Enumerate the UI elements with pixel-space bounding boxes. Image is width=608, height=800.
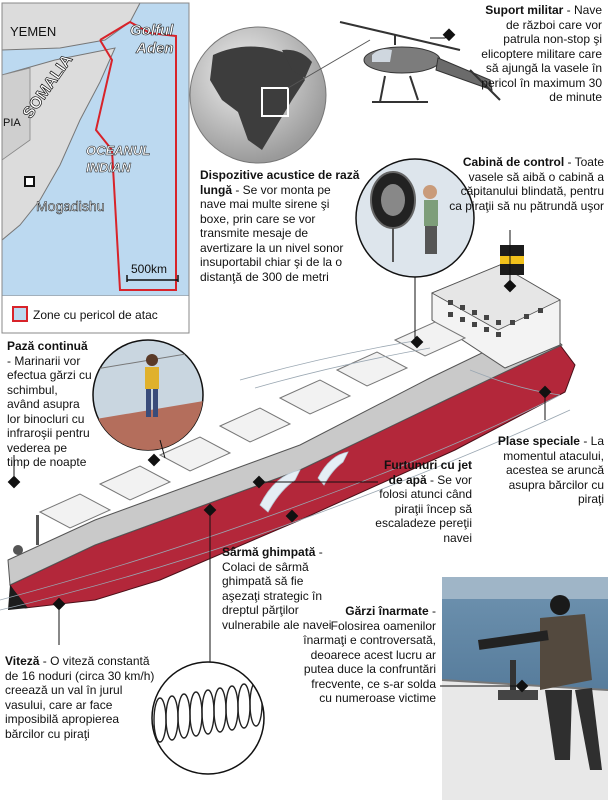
callout-special-nets: Plase speciale - La momentul atacului, a…: [490, 434, 604, 507]
callout-text: - Colaci de sârmă ghimpată să fie aşezaţ…: [222, 545, 332, 632]
water-jets: [259, 451, 349, 513]
callout-title: Sârmă ghimpată: [222, 545, 316, 559]
globe-illustration: [189, 26, 371, 164]
ship-deck: [7, 324, 563, 586]
africa-continent: [210, 46, 305, 150]
callout-pointers: [7, 230, 552, 693]
callout-text: - Se vor folosi atunci când piraţii înce…: [375, 472, 472, 545]
callout-title: Cabină de control: [462, 155, 565, 169]
map-label-ocean-1: OCEANUL: [86, 143, 151, 159]
map-label-ethiopia: PIA: [3, 117, 21, 129]
acoustic-device-inset: [355, 158, 475, 338]
map-label-gulf-2: Aden: [136, 40, 174, 58]
callout-title: Furtunuri cu jet de apă: [384, 458, 472, 487]
map-scale-label: 500km: [131, 262, 168, 276]
map-label-capital: Mogadishu: [36, 198, 105, 215]
cargo-hatches: [38, 321, 467, 529]
callout-text: - La momentul atacului, acestea se arunc…: [503, 434, 604, 506]
callout-water-jets: Furtunuri cu jet de apă - Se vor folosi …: [370, 458, 472, 545]
callout-text: - Nave de război care vor patrula non-st…: [481, 3, 602, 104]
callout-military-support: Suport militar - Nave de război care vor…: [470, 3, 602, 105]
helicopter-icon: [339, 21, 501, 103]
callout-title: Plase speciale: [497, 434, 580, 448]
callout-text: - Marinarii vor efectua gărzi cu schimbu…: [7, 353, 92, 470]
callout-text: - O viteză constantă de 16 noduri (circa…: [5, 654, 155, 741]
machine-gun-icon: [477, 630, 549, 650]
callout-text: - Toate vasele să aibă o cabină a căpita…: [449, 155, 604, 213]
callout-title: Suport militar: [485, 3, 564, 17]
callout-title: Pază continuă: [7, 339, 88, 353]
special-nets: [0, 339, 571, 611]
globe-region-frame: [261, 87, 289, 117]
barbed-wire-inset: [151, 512, 265, 775]
callout-text: - Folosirea oamenilor înarmaţi e controv…: [303, 604, 436, 705]
callout-title: Viteză: [5, 654, 40, 668]
callout-control-cabin: Cabină de control - Toate vasele să aibă…: [446, 155, 604, 213]
map-label-gulf-1: Golful: [130, 22, 174, 40]
region-map: [1, 2, 190, 334]
callout-armed-guards: Gărzi înarmate - Folosirea oamenilor îna…: [300, 604, 436, 706]
map-label-ocean-2: INDIAN: [86, 160, 131, 176]
callout-acoustic-devices: Dispozitive acustice de rază lungă - Se …: [200, 168, 360, 284]
callout-continuous-guard: Pază continuă - Marinarii vor efectua gă…: [7, 339, 93, 470]
capital-marker-icon: [24, 176, 35, 187]
callout-text: - Se vor monta pe nave mai multe sirene …: [200, 182, 344, 284]
map-label-yemen: YEMEN: [10, 24, 57, 39]
legend-swatch-icon: [12, 306, 28, 322]
callout-title: Gărzi înarmate: [345, 604, 429, 618]
map-danger-zone: [94, 20, 177, 291]
map-legend-label: Zone cu pericol de atac: [33, 308, 158, 322]
callout-speed: Viteză - O viteză constantă de 16 noduri…: [5, 654, 160, 741]
callout-title: Dispozitive acustice de rază lungă: [200, 168, 360, 197]
callout-barbed-wire: Sârmă ghimpată - Colaci de sârmă ghimpat…: [222, 545, 342, 632]
